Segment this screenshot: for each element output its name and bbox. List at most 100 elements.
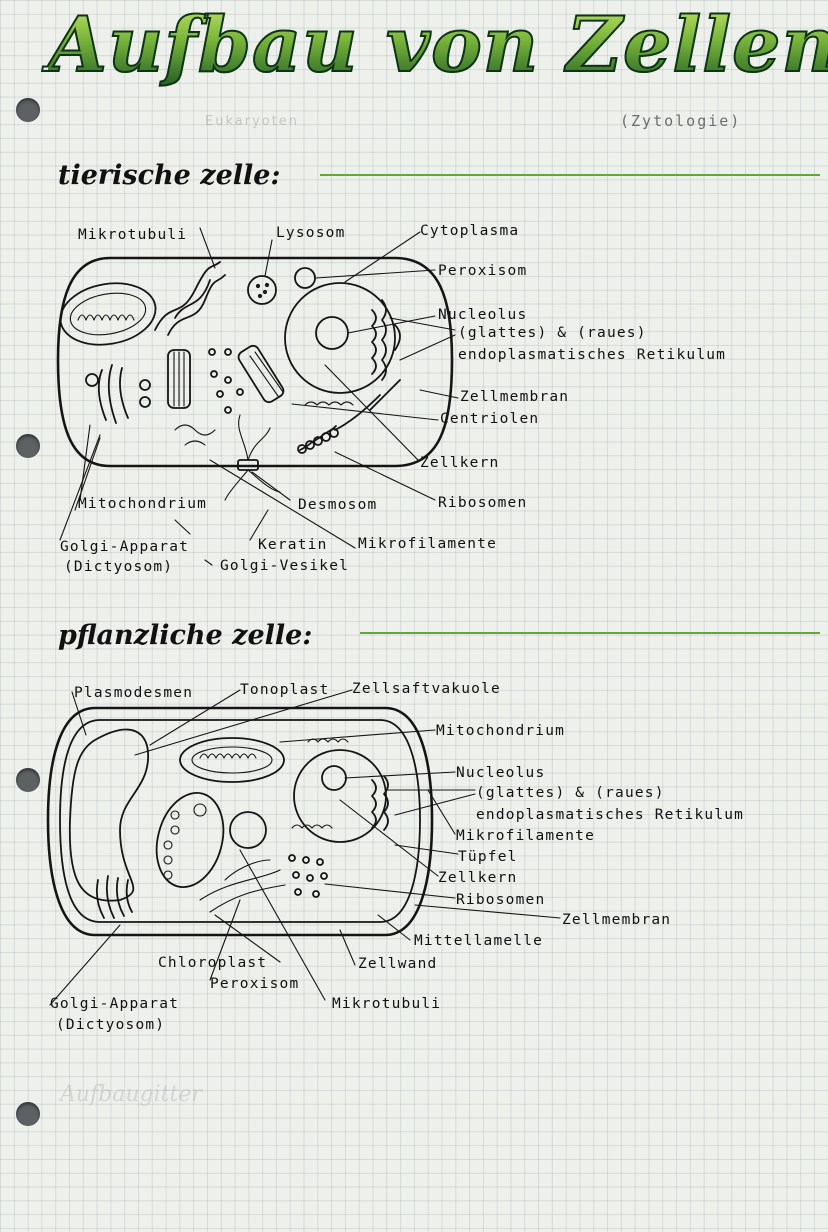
plant-mitochondrium (179, 737, 285, 783)
leader-line (209, 459, 356, 549)
leader-line (209, 899, 241, 981)
plant-peroxisom (229, 811, 267, 849)
animal-lysosom (247, 275, 277, 305)
leader-line (399, 334, 456, 361)
label-er-2: endoplasmatisches Retikulum (476, 807, 745, 823)
leader-line (199, 227, 216, 269)
page-title: Aufbau von Zellen (47, 0, 828, 130)
leader-line (339, 799, 439, 877)
label-peroxisom: Peroxisom (438, 263, 528, 279)
leader-line (134, 689, 353, 756)
plant-golgi (95, 879, 105, 919)
label-zellmembran: Zellmembran (562, 912, 672, 928)
plant-zellmembran (59, 719, 421, 923)
label-peroxisom: Peroxisom (210, 976, 300, 992)
label-centriolen: Centriolen (440, 411, 540, 427)
label-zellwand: Zellwand (358, 956, 438, 972)
label-nucleolus: Nucleolus (438, 307, 528, 323)
leader-line (49, 924, 121, 1006)
leader-line (214, 914, 281, 963)
animal-centriol (237, 344, 285, 404)
binder-hole (16, 768, 40, 792)
label-mittellamelle: Mittellamelle (414, 933, 544, 949)
label-tuepfel: Tüpfel (458, 849, 518, 865)
leader-line (344, 231, 421, 283)
label-zellsaftvakuole: Zellsaftvakuole (352, 681, 501, 697)
label-golgi-2: (Dictyosom) (56, 1017, 166, 1033)
leader-line (74, 437, 101, 511)
label-cytoplasma: Cytoplasma (420, 223, 520, 239)
label-golgi-1: Golgi-Apparat (60, 539, 190, 555)
leader-line (377, 914, 411, 941)
label-tonoplast: Tonoplast (240, 682, 330, 698)
binder-hole (16, 98, 40, 122)
binder-hole (16, 434, 40, 458)
plant-mikrotubuli (199, 869, 281, 901)
label-mikrofilamente: Mikrofilamente (358, 536, 498, 552)
leader-line (414, 904, 561, 919)
plant-zellwand (46, 706, 434, 937)
leader-line (339, 929, 356, 966)
leader-line (149, 689, 241, 746)
leader-line (315, 269, 436, 279)
leader-line (347, 315, 436, 334)
leader-line (427, 789, 456, 835)
label-zellkern: Zellkern (438, 870, 518, 886)
leader-line (204, 559, 213, 566)
label-er-2: endoplasmatisches Retikulum (458, 347, 727, 363)
leader-line (251, 471, 291, 501)
leader-line (344, 771, 456, 779)
plant-nucleolus (321, 765, 347, 791)
label-golgi-1: Golgi-Apparat (50, 996, 180, 1012)
label-mitochondrium: Mitochondrium (78, 496, 208, 512)
leader-line (279, 729, 436, 743)
label-golgi-vesikel: Golgi-Vesikel (220, 558, 350, 574)
label-ribosomen: Ribosomen (438, 495, 528, 511)
leader-line (59, 434, 101, 541)
leader-line (419, 389, 459, 399)
leader-line (291, 403, 439, 421)
label-lysosom: Lysosom (276, 225, 346, 241)
plant-chloroplast (155, 792, 225, 888)
label-nucleolus: Nucleolus (456, 765, 546, 781)
animal-golgi (97, 369, 107, 421)
label-mikrofilamente: Mikrofilamente (456, 828, 596, 844)
page-subtitle: (Zytologie) (620, 112, 742, 130)
animal-zellkern (284, 282, 396, 394)
leader-line (394, 844, 459, 855)
label-plasmodesmen: Plasmodesmen (74, 685, 194, 701)
animal-cell-heading: tierische zelle: (58, 160, 281, 191)
label-keratin: Keratin (258, 537, 328, 553)
label-zellmembran: Zellmembran (460, 389, 570, 405)
leader-line (174, 519, 191, 535)
label-zellkern: Zellkern (420, 455, 500, 471)
leader-line (264, 239, 273, 277)
animal-heading-rule (320, 174, 820, 176)
leader-line (334, 451, 436, 501)
animal-mikrotubuli (154, 261, 221, 331)
label-golgi-2: (Dictyosom) (64, 559, 174, 575)
label-er-1: (glattes) & (raues) (458, 325, 647, 341)
plant-cell-heading: pflanzliche zelle: (58, 620, 313, 651)
label-desmosom: Desmosom (298, 497, 378, 513)
leader-line (79, 424, 91, 501)
page-title-text: Aufbau von Zellen (47, 0, 828, 90)
leader-line (71, 691, 87, 736)
label-chloroplast: Chloroplast (158, 955, 268, 971)
animal-peroxisom (294, 267, 316, 289)
leader-line (249, 509, 269, 541)
label-mikrotubuli: Mikrotubuli (78, 227, 188, 243)
leader-line (239, 849, 326, 1001)
plant-zellsaftvakuole (68, 728, 149, 902)
leader-line (389, 317, 456, 331)
label-ribosomen: Ribosomen (456, 892, 546, 908)
leader-line (324, 364, 419, 461)
leader-line (394, 793, 476, 816)
label-er-1: (glattes) & (raues) (476, 785, 665, 801)
faint-pencil-text: Aufbaugitter (60, 1082, 202, 1107)
animal-centriol (167, 349, 191, 409)
animal-er (371, 309, 377, 375)
leader-line (324, 883, 456, 899)
